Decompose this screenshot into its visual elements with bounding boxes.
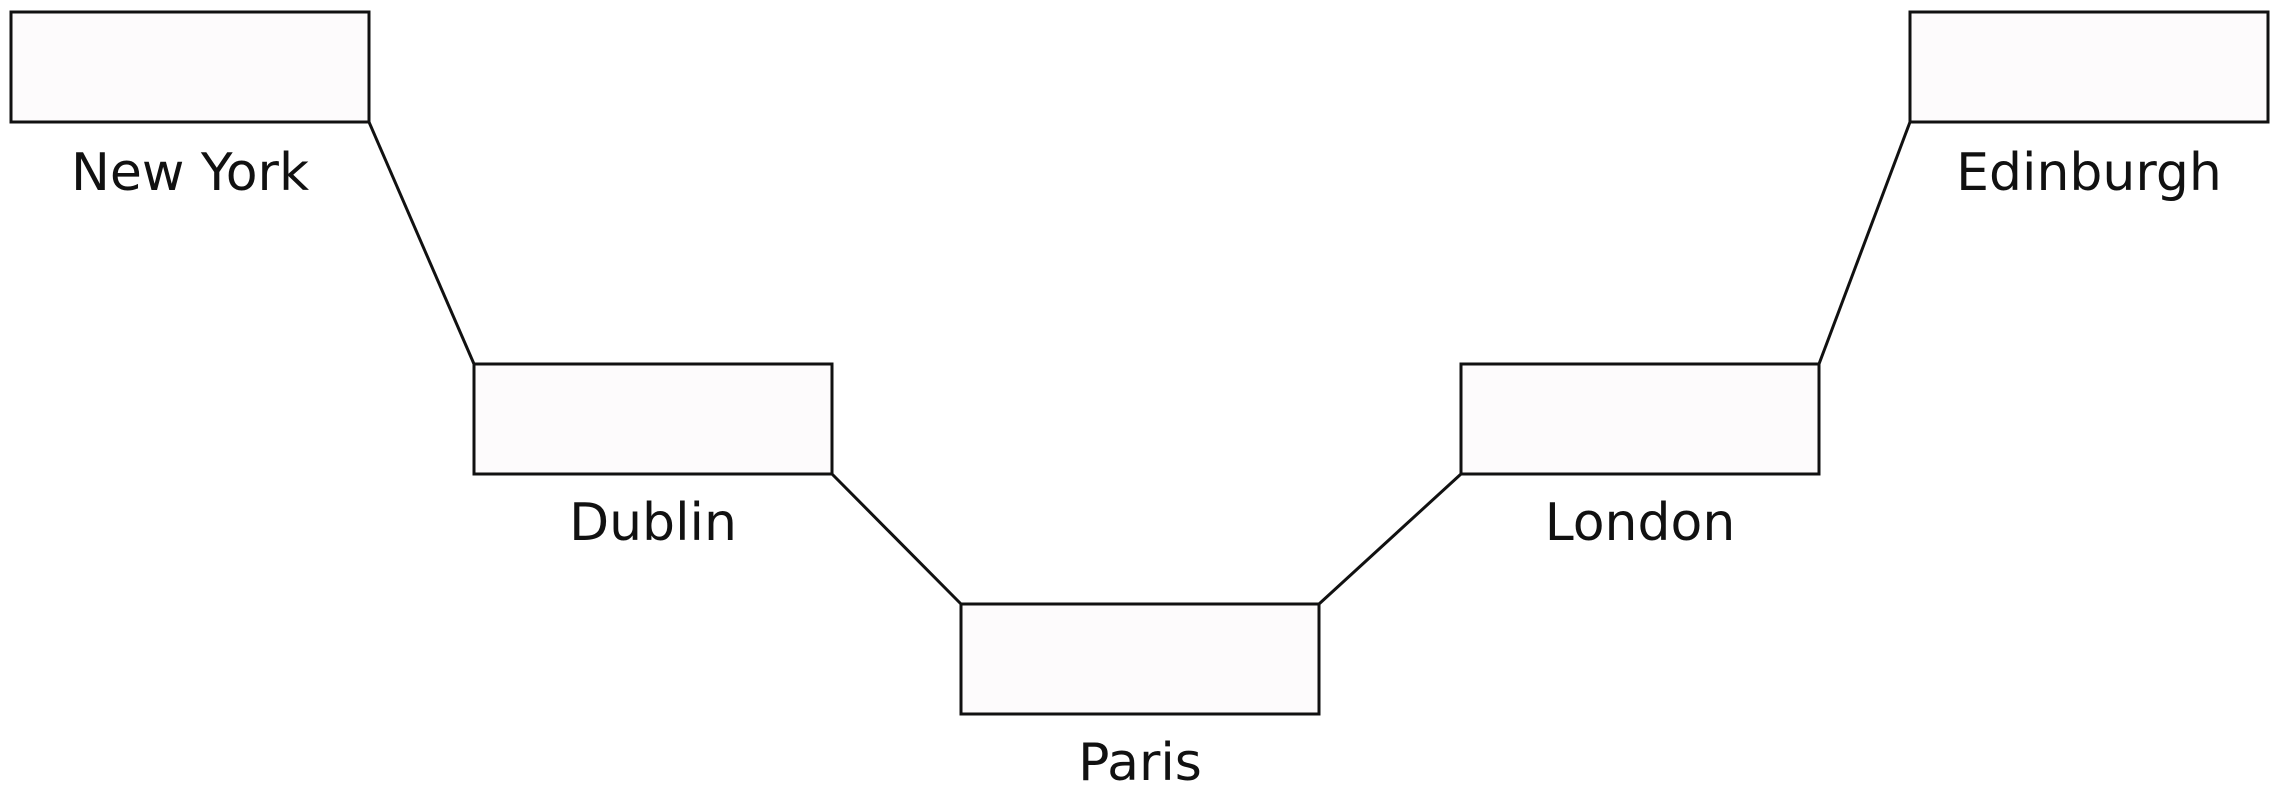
node-box-dublin — [472, 362, 834, 476]
connector-paris-london — [1317, 472, 1463, 606]
connector-new-york-dublin — [367, 121, 476, 365]
node-label-edinburgh: Edinburgh — [1956, 143, 2222, 203]
node-box-london — [1459, 362, 1821, 476]
node-label-london: London — [1545, 493, 1736, 553]
node-london: London — [1459, 362, 1821, 553]
node-box-edinburgh — [1908, 10, 2270, 124]
node-dublin: Dublin — [472, 362, 834, 553]
node-new-york: New York — [9, 10, 371, 203]
connector-london-edinburgh — [1817, 121, 1912, 365]
node-label-new-york: New York — [71, 143, 309, 203]
node-label-dublin: Dublin — [569, 493, 737, 553]
node-paris: Paris — [959, 602, 1321, 793]
node-label-paris: Paris — [1078, 733, 1202, 793]
node-box-paris — [959, 602, 1321, 716]
node-box-new-york — [9, 10, 371, 124]
connector-dublin-paris — [830, 472, 963, 606]
node-edinburgh: Edinburgh — [1908, 10, 2270, 203]
